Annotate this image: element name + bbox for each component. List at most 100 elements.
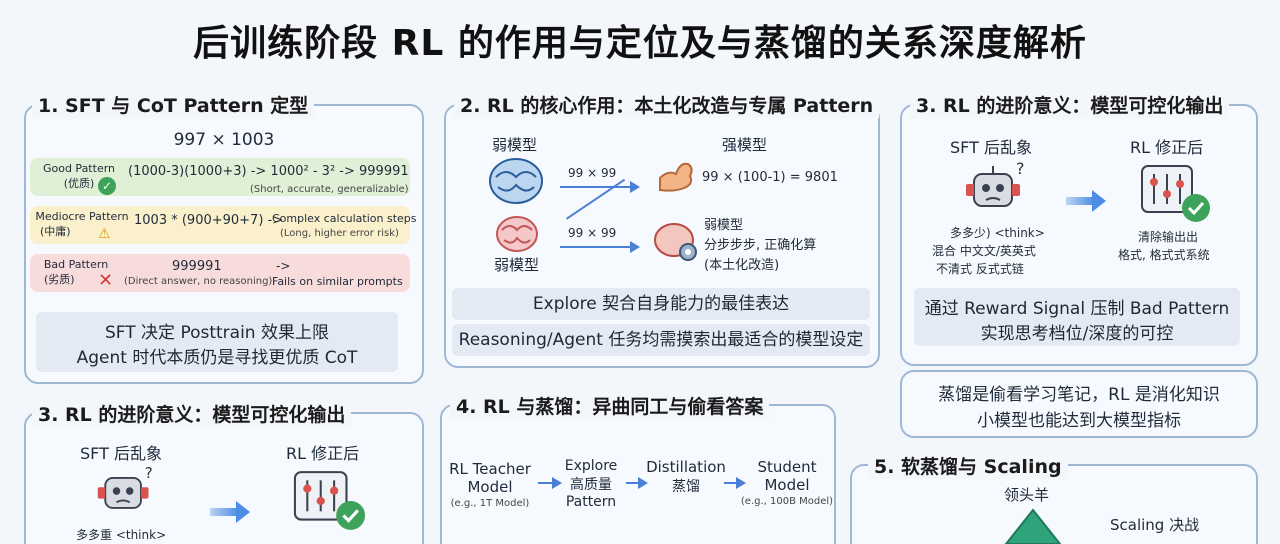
reward-line-1: 通过 Reward Signal 压制 Bad Pattern bbox=[924, 299, 1230, 319]
check-icon: ✓ bbox=[98, 177, 116, 195]
note-line-2: 小模型也能达到大模型指标 bbox=[977, 411, 1181, 431]
weak-result-3: (本土化改造) bbox=[704, 258, 780, 273]
problem-text: 997 × 1003 bbox=[173, 130, 275, 150]
bad-label: Bad Pattern bbox=[43, 258, 109, 271]
cross-icon: ✕ bbox=[98, 270, 114, 291]
distill-note-box bbox=[900, 370, 1258, 438]
bad-pattern-label: Bad Pattern (劣质) bbox=[36, 258, 116, 287]
reasoning-box: Reasoning/Agent 任务均需摸索出最适合的模型设定 bbox=[452, 324, 870, 356]
mediocre-cn: (中庸) bbox=[40, 225, 71, 238]
summary-line-2: Agent 时代本质仍是寻找更优质 CoT bbox=[76, 348, 358, 368]
explore-box: Explore 契合自身能力的最佳表达 bbox=[452, 288, 870, 320]
explore-line-3: Pattern bbox=[565, 494, 617, 510]
explore-line-1: Explore bbox=[564, 458, 618, 474]
mediocre-result: Complex calculation steps bbox=[272, 212, 417, 225]
distillation-step: Distillation 蒸馏 bbox=[642, 458, 730, 496]
good-note: (Short, accurate, generalizable) bbox=[250, 184, 409, 195]
reward-line-2: 实现思考档位/深度的可控 bbox=[980, 324, 1174, 344]
arrow-body bbox=[1066, 197, 1094, 205]
mixer-check-icon bbox=[293, 471, 366, 530]
rl-fixed-label: RL 修正后 bbox=[286, 444, 360, 463]
mediocre-pattern-row bbox=[30, 206, 410, 244]
arrow-to-weak-result bbox=[560, 246, 630, 248]
sft-chaos-label: SFT 后乱象 bbox=[80, 444, 162, 463]
rl-fixed-label: RL 修正后 bbox=[1130, 138, 1204, 157]
svg-text:?: ? bbox=[1016, 160, 1025, 178]
student-model: Student Model (e.g., 100B Model) bbox=[736, 458, 838, 507]
page-title: 后训练阶段 RL 的作用与定位及与蒸馏的关系深度解析 bbox=[193, 23, 1087, 64]
student-note: (e.g., 100B Model) bbox=[740, 496, 834, 507]
weak-result-2: 分步步步, 正确化算 bbox=[704, 238, 817, 253]
student-line-1: Student bbox=[757, 458, 817, 476]
bad-result: Fails on similar prompts bbox=[272, 275, 403, 288]
explore-pattern: Explore 高质量 Pattern bbox=[558, 458, 624, 510]
weak-model-label-top: 弱模型 bbox=[492, 136, 538, 154]
confused-robot-icon: ? bbox=[966, 160, 1025, 207]
panel-title: 1. SFT 与 CoT Pattern 定型 bbox=[32, 91, 315, 118]
arrow-body bbox=[210, 508, 238, 516]
panel-title: 4. RL 与蒸馏：异曲同工与偷看答案 bbox=[450, 392, 770, 419]
pyramid-icon bbox=[1004, 508, 1062, 544]
mediocre-label: Mediocre Pattern bbox=[35, 210, 129, 223]
teacher-line-1: RL Teacher bbox=[449, 460, 531, 478]
good-pattern-label: Good Pattern (优质) bbox=[36, 162, 122, 191]
bad-expr: 999991 bbox=[172, 259, 222, 274]
good-cn: (优质) bbox=[63, 177, 95, 190]
bad-arrow: -> bbox=[276, 259, 291, 273]
arrow-distill-student bbox=[724, 482, 738, 484]
panel-title: 2. RL 的核心作用：本土化改造与专属 Pattern bbox=[454, 91, 880, 118]
strong-model-label: 强模型 bbox=[722, 136, 768, 154]
teacher-line-2: Model bbox=[467, 478, 513, 496]
reward-signal-box: 通过 Reward Signal 压制 Bad Pattern 实现思考档位/深… bbox=[914, 288, 1240, 346]
weak-model-label-bottom: 弱模型 bbox=[494, 256, 540, 274]
mediocre-pattern-label: Mediocre Pattern (中庸) bbox=[34, 210, 130, 239]
sft-summary-box: SFT 决定 Posttrain 效果上限 Agent 时代本质仍是寻找更优质 … bbox=[36, 312, 398, 372]
arrow-head-icon bbox=[630, 241, 640, 253]
good-pattern-row bbox=[30, 158, 410, 196]
question-2: 99 × 99 bbox=[568, 226, 617, 240]
distill-line-2: 蒸馏 bbox=[672, 479, 700, 495]
sft-chaos-label: SFT 后乱象 bbox=[950, 138, 1032, 157]
fixed-line-1: 清除输出出 bbox=[1138, 230, 1199, 244]
mediocre-expr: 1003 * (900+90+7) -> bbox=[134, 213, 284, 228]
blue-brain-icon bbox=[489, 158, 543, 204]
bad-pattern-row bbox=[30, 254, 410, 292]
warning-icon: ⚠ bbox=[98, 226, 111, 242]
teacher-note: (e.g., 1T Model) bbox=[450, 498, 530, 509]
explore-line-2: 高质量 bbox=[570, 477, 612, 493]
arrow-head-icon bbox=[630, 181, 640, 193]
teacher-model: RL Teacher Model (e.g., 1T Model) bbox=[442, 460, 538, 509]
chaos-line-3: 不清式 反式式链 bbox=[936, 262, 1024, 276]
weak-result-1: 弱模型 bbox=[704, 218, 744, 233]
distill-line-1: Distillation bbox=[646, 458, 726, 476]
chaos-line-2: 混合 中文文/英英式 bbox=[932, 244, 1036, 258]
question-1: 99 × 99 bbox=[568, 166, 617, 180]
muscle-arm-icon bbox=[659, 162, 693, 192]
arrow-explore-distill bbox=[626, 482, 640, 484]
panel-rl-distill bbox=[440, 404, 836, 544]
mixer-check-icon bbox=[1141, 165, 1210, 222]
mediocre-note: (Long, higher error risk) bbox=[280, 228, 399, 239]
good-expr: (1000-3)(1000+3) -> 1000² - 3² -> 999991 bbox=[128, 164, 409, 179]
arrow-head-icon bbox=[552, 477, 562, 489]
bad-cn: (劣质) bbox=[44, 273, 75, 286]
answer-1: 99 × (100-1) = 9801 bbox=[702, 170, 838, 185]
bad-note: (Direct answer, no reasoning) bbox=[124, 276, 273, 287]
arrow-teacher-explore bbox=[538, 482, 554, 484]
arrow-head-icon bbox=[736, 477, 746, 489]
student-line-2: Model bbox=[764, 476, 810, 494]
confused-robot-icon: ? bbox=[97, 464, 153, 509]
svg-text:?: ? bbox=[145, 464, 153, 482]
arrow-right-icon bbox=[236, 501, 250, 523]
arrow-head-icon bbox=[638, 477, 648, 489]
leader-label: 领头羊 bbox=[1004, 486, 1050, 504]
arrow-to-strong bbox=[560, 186, 630, 188]
red-brain-icon bbox=[496, 216, 538, 252]
fixed-line-2: 格式, 格式式系统 bbox=[1118, 248, 1210, 262]
panel-title: 3. RL 的进阶意义：模型可控化输出 bbox=[910, 91, 1230, 118]
scaling-label: Scaling 决战 bbox=[1110, 516, 1200, 534]
good-label: Good Pattern bbox=[42, 162, 116, 175]
panel-title: 3. RL 的进阶意义：模型可控化输出 bbox=[32, 400, 352, 427]
arrow-right-icon bbox=[1092, 190, 1106, 212]
brain-gear-icon bbox=[654, 223, 697, 261]
